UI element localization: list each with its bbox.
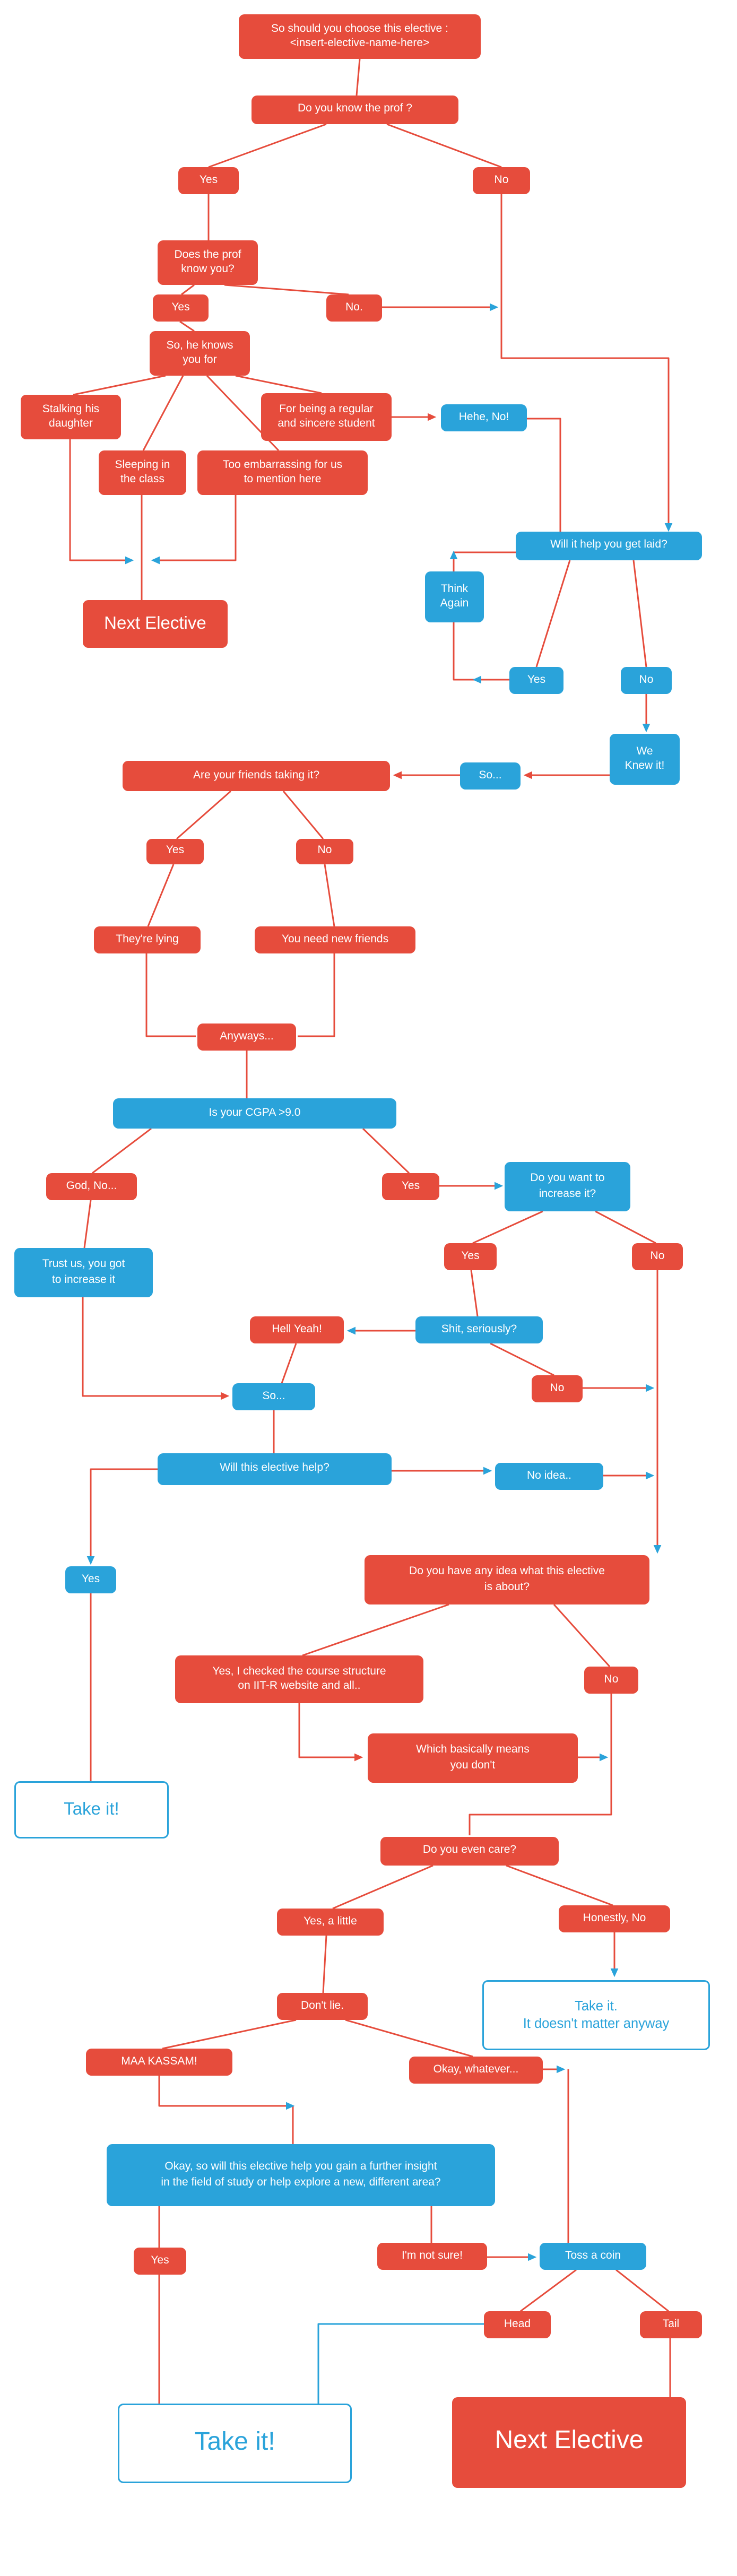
node-yes-laid: Yes bbox=[509, 667, 563, 694]
node-dont-lie: Don't lie. bbox=[277, 1993, 368, 2020]
node-god-no: God, No... bbox=[46, 1173, 137, 1200]
node-stalking-daughter: Stalking his daughter bbox=[21, 395, 121, 439]
node-we-knew-it: We Knew it! bbox=[610, 734, 680, 785]
node-cgpa: Is your CGPA >9.0 bbox=[113, 1098, 396, 1129]
node-think-again: Think Again bbox=[425, 571, 484, 622]
node-shit-seriously: Shit, seriously? bbox=[415, 1316, 543, 1343]
node-knows-you-for: So, he knows you for bbox=[150, 331, 250, 376]
node-q-prof-know-you: Does the prof know you? bbox=[158, 240, 258, 285]
node-take-it-doesnt-matter: Take it. It doesn't matter anyway bbox=[482, 1980, 710, 2050]
node-q-know-prof: Do you know the prof ? bbox=[252, 96, 458, 124]
node-yes-friends: Yes bbox=[146, 839, 204, 864]
flow-connector-trustus-to-so2 bbox=[82, 1297, 230, 1400]
node-will-it-help-laid: Will it help you get laid? bbox=[516, 532, 702, 560]
node-no-know: No. bbox=[326, 294, 382, 322]
node-yes-increase: Yes bbox=[444, 1243, 497, 1270]
node-sleeping-class: Sleeping in the class bbox=[99, 450, 186, 495]
node-friends-taking: Are your friends taking it? bbox=[123, 761, 390, 791]
node-no-friends: No bbox=[296, 839, 353, 864]
node-hehe-no: Hehe, No! bbox=[441, 404, 527, 431]
node-no-prof: No bbox=[473, 167, 530, 194]
node-hell-yeah: Hell Yeah! bbox=[250, 1316, 344, 1343]
node-yes-insight: Yes bbox=[134, 2248, 186, 2275]
node-yes-prof: Yes bbox=[178, 167, 239, 194]
node-honestly-no: Honestly, No bbox=[559, 1905, 670, 1932]
flow-connector-kassam-to-bigq bbox=[158, 2075, 295, 2110]
node-next-elective-top: Next Elective bbox=[83, 600, 228, 648]
node-toss-a-coin: Toss a coin bbox=[540, 2243, 646, 2270]
node-next-elective-final: Next Elective bbox=[452, 2397, 686, 2488]
node-yes-know: Yes bbox=[153, 294, 209, 322]
node-maa-kassam: MAA KASSAM! bbox=[86, 2049, 232, 2076]
node-take-it-final: Take it! bbox=[118, 2404, 352, 2483]
node-so-1: So... bbox=[460, 762, 521, 790]
node-regular-sincere: For being a regular and sincere student bbox=[261, 393, 392, 441]
node-yes-a-little: Yes, a little bbox=[277, 1909, 384, 1936]
flow-connectors bbox=[73, 58, 671, 2404]
node-so-2: So... bbox=[232, 1383, 315, 1410]
node-anyways: Anyways... bbox=[197, 1024, 296, 1051]
node-insight-question: Okay, so will this elective help you gai… bbox=[107, 2144, 495, 2206]
flow-connector-checked-to-whichmeans bbox=[298, 1703, 363, 1762]
node-okay-whatever: Okay, whatever... bbox=[409, 2057, 543, 2084]
node-need-new-friends: You need new friends bbox=[255, 926, 415, 953]
node-yes-cgpa: Yes bbox=[382, 1173, 439, 1200]
flow-connector-willhelp-to-yes bbox=[86, 1468, 158, 1565]
node-yes-help: Yes bbox=[65, 1566, 116, 1593]
node-no-idea: No idea.. bbox=[495, 1463, 603, 1490]
node-even-care: Do you even care? bbox=[380, 1837, 559, 1866]
flow-connector-head-to-takeit bbox=[317, 2323, 484, 2404]
node-want-increase: Do you want to increase it? bbox=[505, 1162, 630, 1211]
node-head: Head bbox=[484, 2311, 551, 2338]
node-no-seriously: No bbox=[532, 1375, 583, 1402]
node-will-elective-help: Will this elective help? bbox=[158, 1453, 392, 1485]
node-title: So should you choose this elective : <in… bbox=[239, 14, 481, 59]
node-im-not-sure: I'm not sure! bbox=[377, 2243, 487, 2270]
flow-connector-embarrassing-join bbox=[151, 495, 237, 565]
node-checked-structure: Yes, I checked the course structure on I… bbox=[175, 1655, 423, 1703]
node-any-idea-about: Do you have any idea what this elective … bbox=[365, 1555, 649, 1604]
node-no-increase: No bbox=[632, 1243, 683, 1270]
flow-connector-stalking-join bbox=[69, 439, 134, 565]
node-no-idea-about: No bbox=[584, 1667, 638, 1694]
flow-connector-no-prof-trunk bbox=[500, 194, 673, 532]
node-which-means: Which basically means you don't bbox=[368, 1733, 578, 1783]
node-too-embarrassing: Too embarrassing for us to mention here bbox=[197, 450, 368, 495]
node-no-laid: No bbox=[621, 667, 672, 694]
node-tail: Tail bbox=[640, 2311, 702, 2338]
node-theyre-lying: They're lying bbox=[94, 926, 201, 953]
node-take-it-mid: Take it! bbox=[14, 1781, 169, 1838]
node-trust-us: Trust us, you got to increase it bbox=[14, 1248, 153, 1297]
